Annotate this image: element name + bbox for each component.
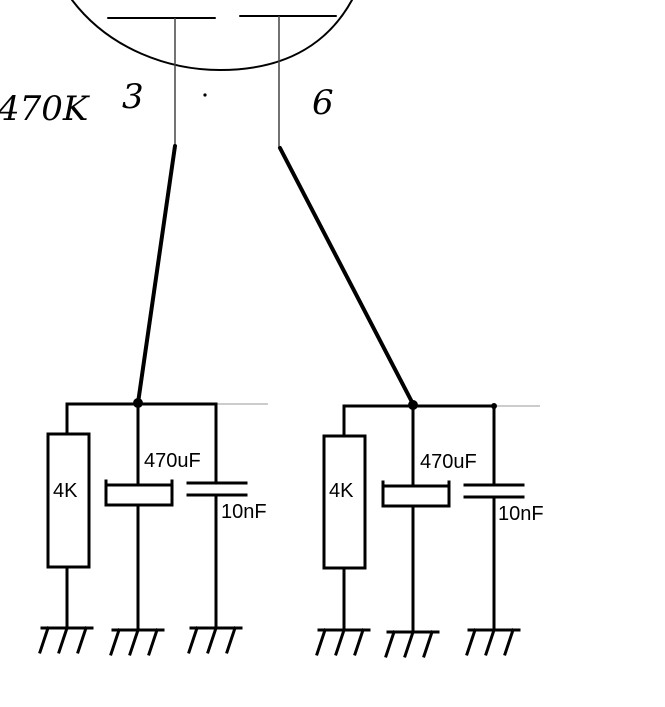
stage-1-ground-2 bbox=[109, 628, 165, 656]
stage-2-fcap-label: 10nF bbox=[498, 503, 544, 525]
tube-resistor-label: 470K bbox=[0, 89, 91, 129]
stage-2: 4K 470uF 10nF bbox=[315, 400, 544, 658]
stage-2-ecap-plate-bottom bbox=[381, 480, 451, 508]
stage-1: 4K 470uF 10nF bbox=[38, 398, 268, 656]
stage-1-resistor-label: 4K bbox=[53, 480, 78, 502]
stage-1-ground-1 bbox=[38, 626, 94, 654]
tube-dot bbox=[203, 93, 207, 97]
tube-envelope bbox=[71, 0, 353, 71]
stage-2-resistor-label: 4K bbox=[329, 480, 354, 502]
stage-1-fcap-label: 10nF bbox=[221, 501, 267, 523]
pin-left-label: 3 bbox=[122, 77, 144, 117]
stage-1-ground-3 bbox=[187, 626, 243, 654]
lead-left bbox=[136, 144, 177, 405]
stage-2-resistor bbox=[322, 434, 367, 570]
stage-2-ecap-label: 470uF bbox=[420, 451, 477, 473]
stage-2-ground-3 bbox=[465, 628, 521, 656]
lead-right bbox=[278, 146, 415, 406]
pin-right-label: 6 bbox=[312, 83, 334, 123]
stage-2-ground-2 bbox=[384, 630, 440, 658]
stage-1-ecap-label: 470uF bbox=[144, 450, 201, 472]
stage-2-ground-1 bbox=[315, 628, 371, 656]
